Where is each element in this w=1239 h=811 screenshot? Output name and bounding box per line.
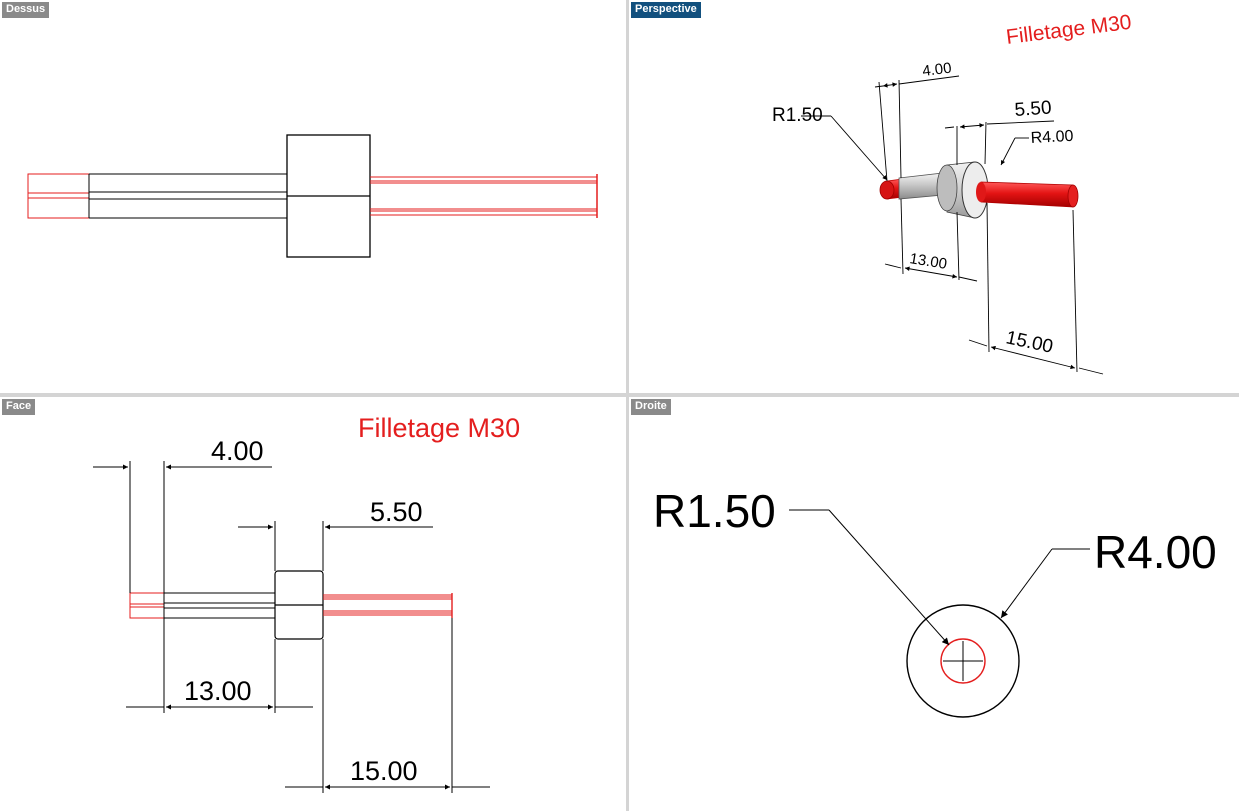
viewport-perspective[interactable]: Perspective Filletage M30 (629, 0, 1239, 393)
perspective-threaded-end (976, 181, 1079, 208)
front-dimension-lines (93, 461, 490, 793)
perspective-collar (936, 161, 989, 219)
viewport-label-perspective[interactable]: Perspective (631, 2, 701, 18)
viewport-label-top[interactable]: Dessus (2, 2, 50, 18)
perspective-dim-small-length: 4.00 (921, 60, 952, 80)
top-shaft (88, 173, 287, 219)
front-dim-shaft-length: 13.00 (184, 676, 252, 706)
perspective-dim-collar-length: 5.50 (1014, 97, 1052, 121)
viewport-label-front[interactable]: Face (2, 399, 36, 415)
right-dim-large-radius: R4.00 (1094, 526, 1217, 578)
front-shaft (163, 592, 275, 619)
right-leader-lines (789, 509, 1090, 646)
top-threaded-end (370, 174, 598, 218)
viewport-top[interactable]: Dessus (0, 0, 626, 393)
right-center-mark (943, 641, 983, 681)
viewport-right[interactable]: Droite R1.50 R4.00 (629, 397, 1239, 811)
perspective-dim-small-radius: R1.50 (772, 105, 823, 126)
right-dim-small-radius: R1.50 (653, 485, 776, 537)
right-view-drawing: R1.50 R4.00 (653, 485, 1217, 718)
right-small-end-circle (940, 638, 986, 684)
perspective-dim-shaft-length: 13.00 (908, 250, 948, 273)
top-collar (286, 134, 371, 258)
perspective-shaft (898, 172, 944, 200)
front-dim-small-length: 4.00 (211, 436, 264, 466)
viewport-front[interactable]: Face Filletage M30 (0, 397, 626, 811)
front-small-end (129, 592, 165, 619)
perspective-dimension-lines (801, 75, 1104, 375)
viewport-label-right[interactable]: Droite (631, 399, 671, 415)
front-threaded-end (323, 593, 453, 618)
top-view-drawing (27, 134, 598, 258)
front-dim-end-length: 15.00 (350, 756, 418, 786)
front-thread-note: Filletage M30 (358, 413, 520, 443)
perspective-thread-note: Filletage M30 (1005, 11, 1133, 49)
perspective-dim-large-radius: R4.00 (1030, 128, 1074, 147)
perspective-view-drawing: Filletage M30 (772, 11, 1133, 375)
front-collar (274, 570, 324, 640)
front-view-drawing: Filletage M30 (93, 413, 520, 793)
front-dim-collar-length: 5.50 (370, 497, 423, 527)
perspective-dim-end-length: 15.00 (1004, 327, 1055, 357)
top-small-end (27, 173, 90, 219)
